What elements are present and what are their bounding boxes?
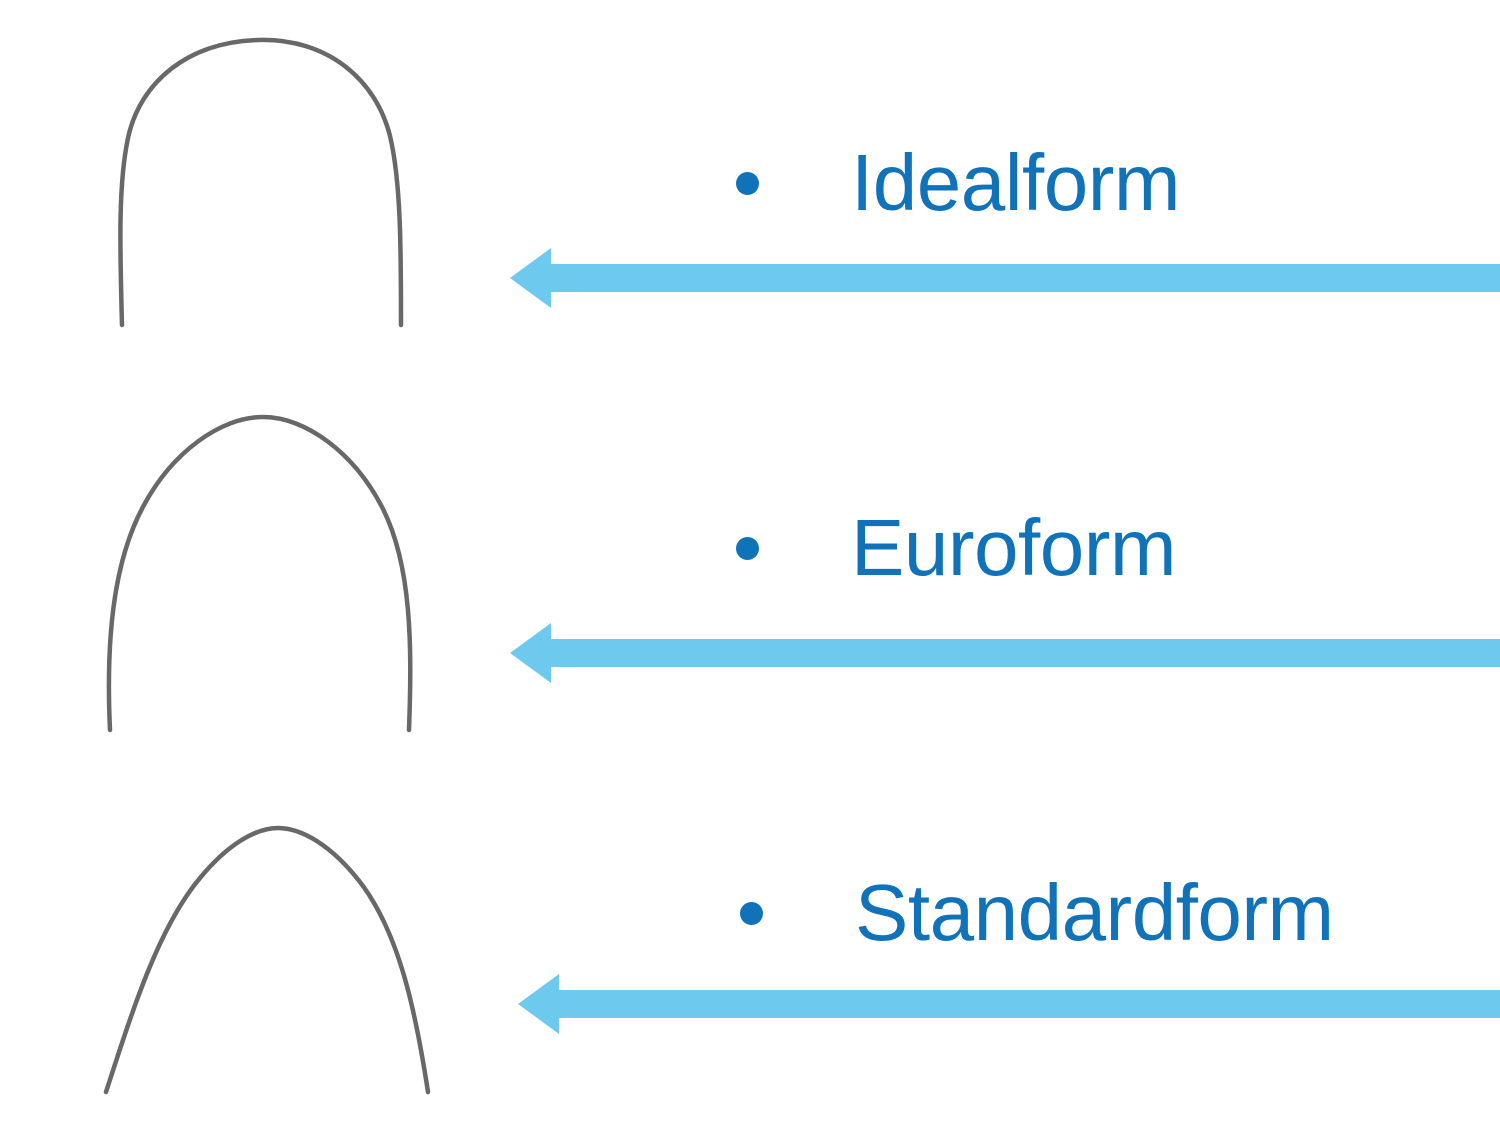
bullet-icon-idealform bbox=[736, 171, 759, 195]
left-arrow-idealform bbox=[505, 240, 1500, 316]
left-arrow-standardform bbox=[505, 966, 1500, 1042]
bullet-row-idealform: Idealform bbox=[736, 143, 1180, 223]
bullet-row-euroform: Euroform bbox=[736, 508, 1176, 588]
archwire-euroform bbox=[60, 395, 460, 740]
label-idealform: Idealform bbox=[851, 138, 1180, 227]
bullet-icon-standardform bbox=[740, 901, 763, 925]
label-euroform: Euroform bbox=[851, 503, 1176, 592]
bullet-icon-euroform bbox=[736, 536, 759, 560]
bullet-row-standardform: Standardform bbox=[740, 873, 1334, 953]
left-arrow-euroform bbox=[505, 615, 1500, 691]
archwire-standardform bbox=[60, 780, 460, 1110]
label-standardform: Standardform bbox=[855, 868, 1334, 957]
archwire-idealform bbox=[60, 10, 460, 340]
